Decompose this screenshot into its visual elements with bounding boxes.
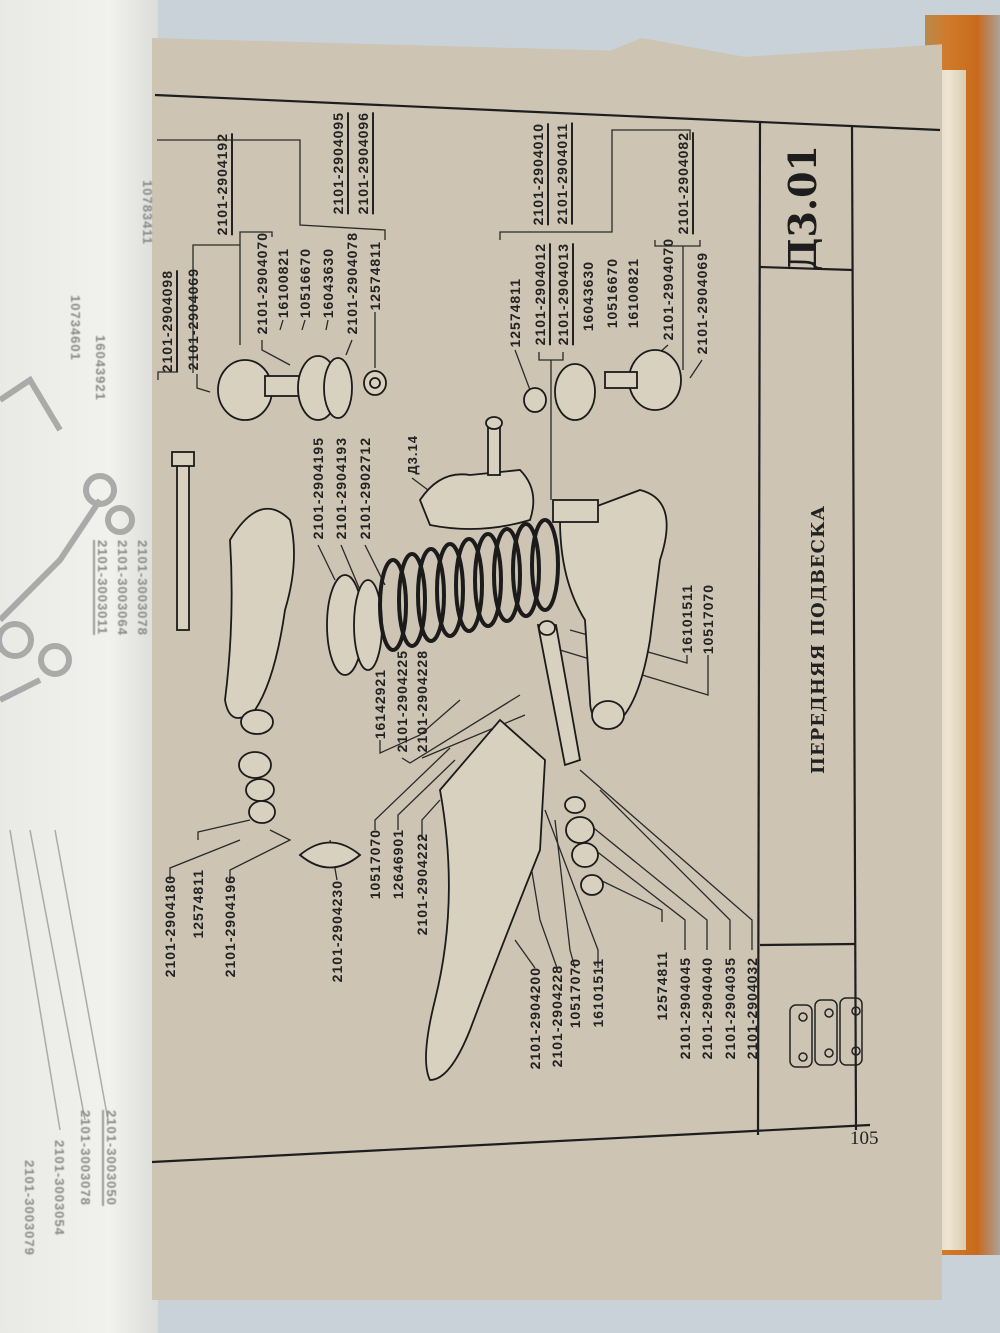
strut-rod-illustration [536,620,582,767]
part-label: 16100821 [275,248,291,319]
sheet-title: ПЕРЕДНЯЯ ПОДВЕСКА [808,505,829,774]
page-number: 105 [850,1128,879,1149]
left-page-label: 10734601 [68,295,83,361]
left-page-drawing [0,375,135,1131]
part-label: 2101-2904011 [554,123,573,225]
left-page-label: 2101-3003079 [22,1160,37,1256]
frame-top [154,93,941,132]
part-label: 2101-2904193 [333,437,349,540]
title-divider-1 [759,265,854,272]
upper-ball-joint-illustration [217,355,353,421]
part-label: 2101-2904069 [694,252,710,355]
part-label: 2101-2904230 [329,880,345,983]
frame-lines [151,93,941,1164]
part-label: 2101-2904082 [675,132,694,235]
lower-ball-joint-illustration [523,349,682,421]
steering-knuckle-illustration [418,416,535,530]
part-label: 10517070 [567,958,583,1029]
part-label: 10517070 [700,584,716,655]
part-label: 2101-2904012 [532,243,551,346]
lower-arm-illustration [425,718,546,1081]
part-label: 12574811 [507,278,523,348]
coil-spring-illustration [378,518,560,652]
part-label: 2101-2904196 [222,875,238,978]
part-label: 2101-2904078 [344,232,360,335]
car-icons [789,997,863,1068]
part-label: 16043630 [580,261,596,332]
part-label: 16101511 [590,958,606,1028]
left-page [0,0,158,1333]
title-divider-2 [759,942,856,947]
part-label: 2101-2904040 [699,957,715,1060]
rod-bushings-illustration [564,796,604,896]
bump-stop-illustration [298,841,362,869]
left-page-label: 2101-3003050 [102,1110,119,1206]
part-label: 10516670 [604,258,620,329]
part-label: 2101-2904228 [414,650,430,753]
left-page-label: 10783411 [140,180,155,246]
spring-seat-illustration [326,574,383,676]
part-label: 2101-2904180 [162,875,178,978]
part-label: 10516670 [297,248,313,319]
bushing-illustration [238,751,276,824]
part-label: 2101-2904200 [527,967,543,1070]
crossmember-illustration [552,489,668,730]
part-label: 2101-2904222 [414,833,430,936]
part-label: 2101-2904010 [530,123,549,226]
part-label: 2101-2904098 [159,270,178,373]
part-label: 2101-2904070 [660,238,676,341]
part-label: 2101-2904069 [185,268,201,371]
part-label: 2101-2904095 [330,112,349,215]
part-label: 2101-2904228 [549,965,565,1068]
part-label: 12574811 [654,951,670,1021]
part-label: 2101-2904035 [722,957,738,1060]
part-label: 2101-2904045 [677,957,693,1060]
part-label: 12574811 [190,869,206,939]
part-label: 16043630 [320,248,336,319]
part-label: 2101-2904195 [310,437,326,540]
part-illustrations [171,349,682,1081]
part-label: 2101-2902712 [357,437,373,540]
part-label: 2101-2904070 [254,232,270,335]
sheet-code: Д3.01 [780,145,825,272]
part-label: 2101-2904225 [394,650,410,753]
part-label: 16100821 [625,258,641,329]
title-block-left [756,121,762,1136]
part-label: 2101-2904096 [355,112,374,215]
part-label: 16142921 [372,669,388,740]
left-page-label: 2101-3003054 [52,1140,67,1236]
reference-knuckle: Д3.14 [405,435,420,475]
left-page-label: 2101-3003078 [135,540,150,636]
part-label: 16101511 [679,584,695,654]
upper-arm-illustration [224,507,295,735]
nut-illustration [363,370,387,396]
part-label: 12646901 [390,829,406,900]
left-page-label: 2101-3003078 [78,1110,93,1206]
leader-lines [157,129,753,969]
part-label: 2101-2904013 [555,243,574,346]
left-page-label: 2101-3003011 [93,540,110,636]
part-label: 10517070 [367,829,383,900]
part-label: 12574811 [367,241,383,311]
left-page-label: 2101-3003064 [115,540,130,636]
bolt-illustration [171,451,195,631]
title-block-right [850,126,858,1131]
part-label: 2101-2904192 [214,133,233,236]
left-page-label: 16043921 [93,335,108,401]
frame-bottom [151,1123,871,1164]
part-label: 2101-2904032 [744,957,760,1060]
